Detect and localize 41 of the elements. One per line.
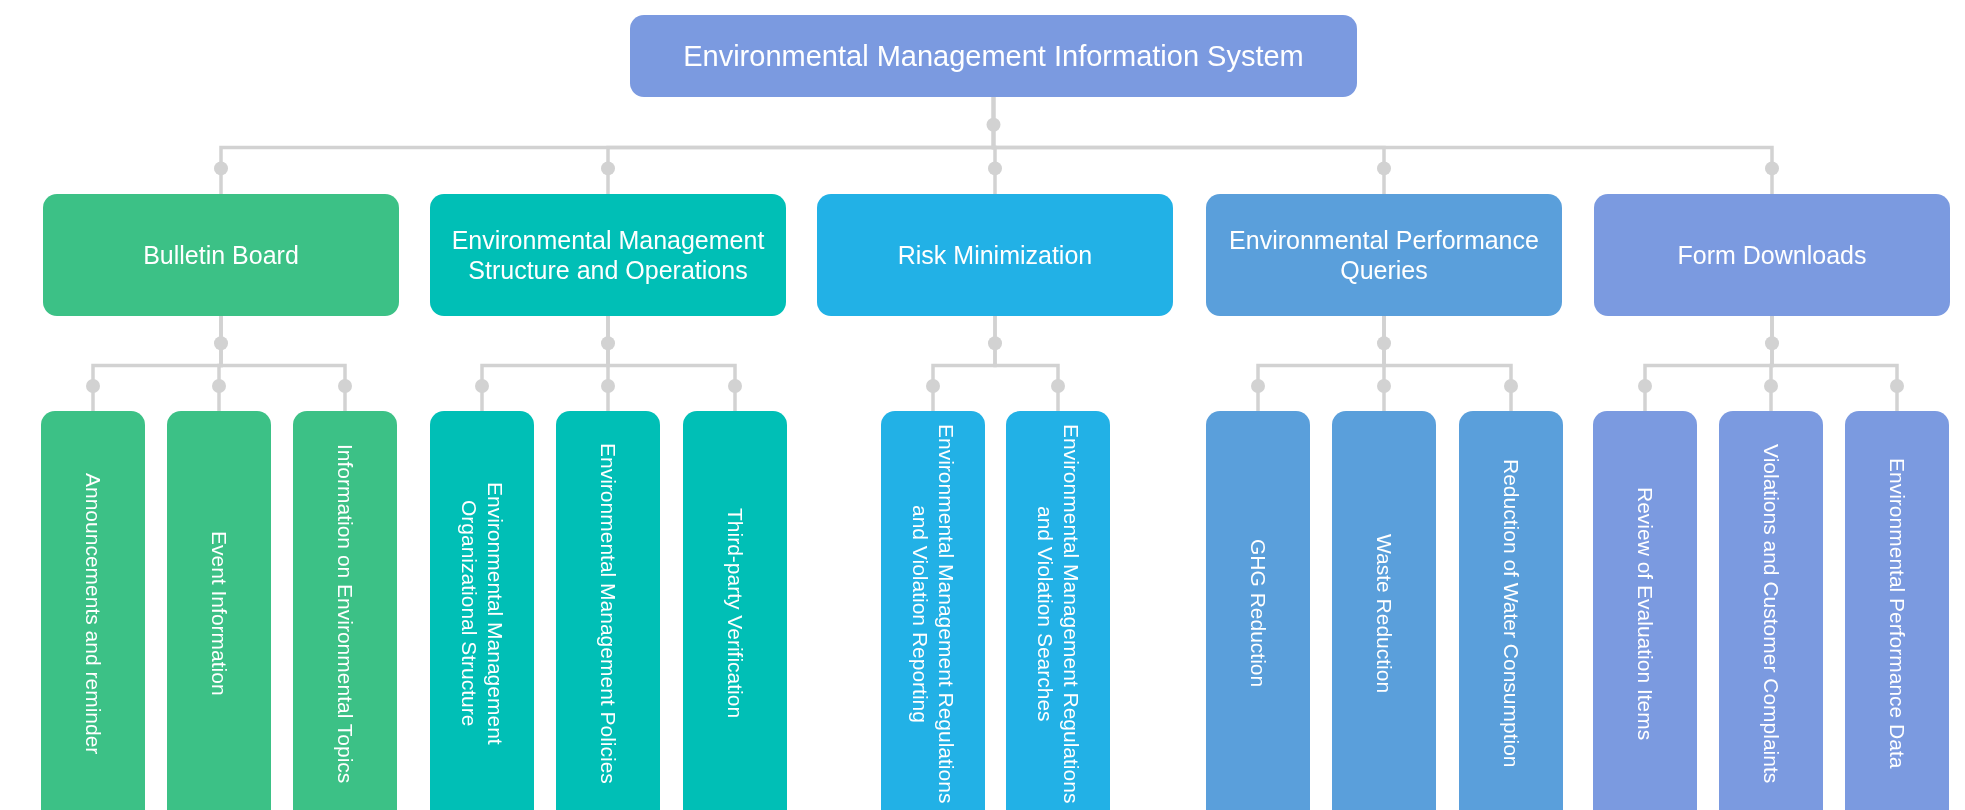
leaf-box xyxy=(1593,411,1697,810)
category-box xyxy=(43,194,399,316)
leaf-box xyxy=(41,411,145,810)
node-label: Waste Reduction xyxy=(1372,533,1398,694)
leaf-box xyxy=(167,411,271,810)
leaf-box xyxy=(881,411,985,810)
category-box xyxy=(1206,194,1562,316)
category-box xyxy=(430,194,786,316)
leaf-box xyxy=(1719,411,1823,810)
root-box xyxy=(630,15,1357,97)
category-box xyxy=(1594,194,1950,316)
node-label: Risk Minimization xyxy=(896,240,1094,270)
root-title: Environmental Management Information System xyxy=(683,39,1304,73)
category-box xyxy=(817,194,1173,316)
node-label: Environmental Management Regulations and Violation Searches xyxy=(1033,423,1085,804)
node-label: Environmental Management Structure and Operations xyxy=(450,225,766,285)
leaf-box xyxy=(430,411,534,810)
leaf-box xyxy=(1459,411,1563,810)
leaf-box xyxy=(683,411,787,810)
leaf-box xyxy=(1006,411,1110,810)
leaf-box xyxy=(1206,411,1310,810)
node-label: Bulletin Board xyxy=(142,240,300,270)
node-label: Announcements and reminder xyxy=(81,472,107,755)
node-label: Environmental Management Regulations and Violation Reporting xyxy=(908,423,960,804)
leaf-box xyxy=(1332,411,1436,810)
node-label: Environmental Management Organizational Structure xyxy=(457,481,509,747)
node-label: Review of Evaluation Items xyxy=(1633,486,1659,741)
node-label: Reduction of Water Consumption xyxy=(1499,459,1525,768)
leaf-box xyxy=(1845,411,1949,810)
leaf-box xyxy=(293,411,397,810)
node-label: Environmental Management Policies xyxy=(596,443,622,784)
node-label: Information on Environmental Topics xyxy=(333,443,359,784)
node-label: GHG Reduction xyxy=(1246,539,1272,688)
node-label: Violations and Customer Complaints xyxy=(1759,443,1785,784)
connector-line xyxy=(993,316,1060,411)
node-label: Third-party Verification xyxy=(723,508,749,719)
node-label: Event Information xyxy=(207,531,233,696)
node-label: Environmental Performance Data xyxy=(1885,458,1911,769)
node-label: Environmental Performance Queries xyxy=(1228,225,1540,285)
leaf-box xyxy=(556,411,660,810)
node-label: Form Downloads xyxy=(1676,240,1868,270)
